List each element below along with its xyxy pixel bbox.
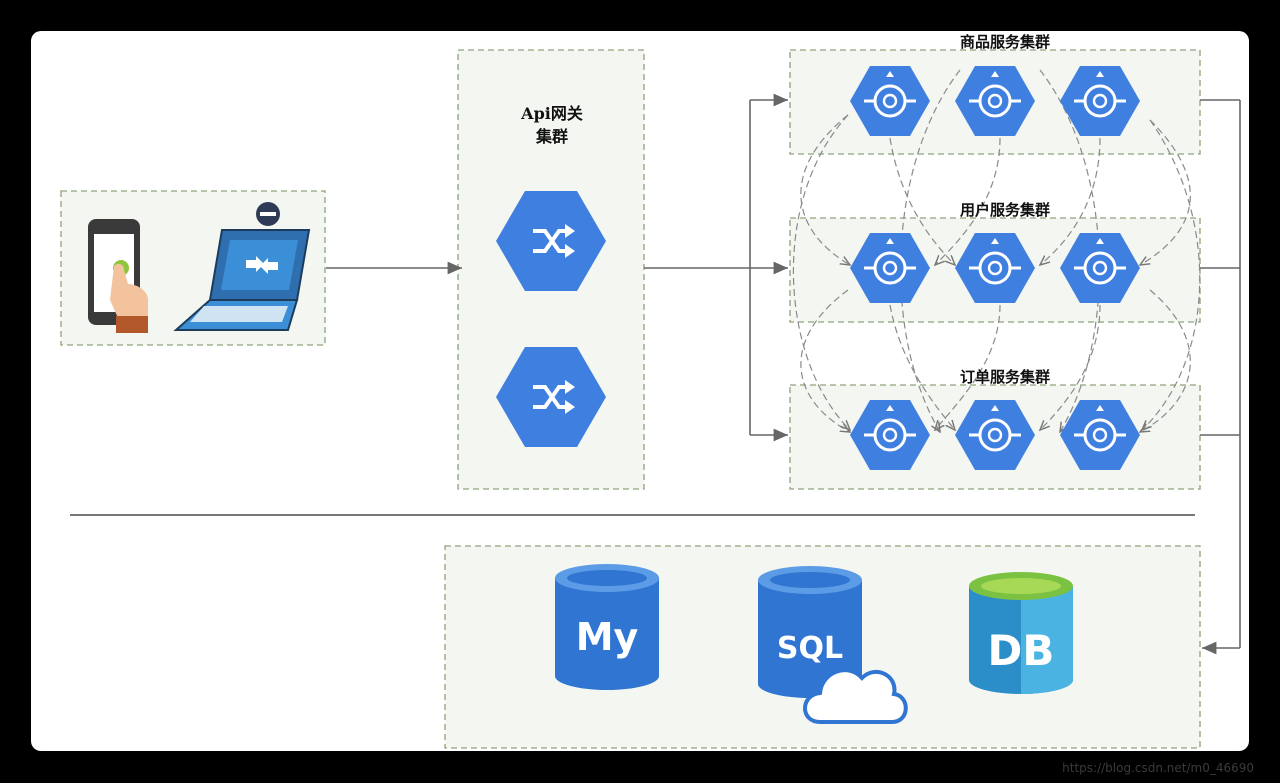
gateway-title-line1: Api网关 [521,104,583,123]
source-watermark: https://blog.csdn.net/m0_46690 [1062,761,1254,775]
gateway-title-line2: 集群 [535,127,568,146]
user-cluster-title: 用户服务集群 [959,201,1050,219]
mysql-database-icon [555,564,659,690]
product-cluster-title: 商品服务集群 [959,33,1050,51]
sql-database-icon [758,566,862,698]
gateway-to-clusters-arrows [644,93,788,442]
order-cluster-title: 订单服务集群 [959,368,1050,386]
sql-label: SQL [777,631,843,666]
db-label: DB [988,626,1055,675]
laptop-icon [173,202,311,331]
cloud-icon [803,668,908,724]
db-database-icon [969,572,1073,694]
mysql-label: My [576,615,639,659]
smartphone-icon [88,219,148,333]
clusters-to-database-arrows [1200,99,1241,655]
